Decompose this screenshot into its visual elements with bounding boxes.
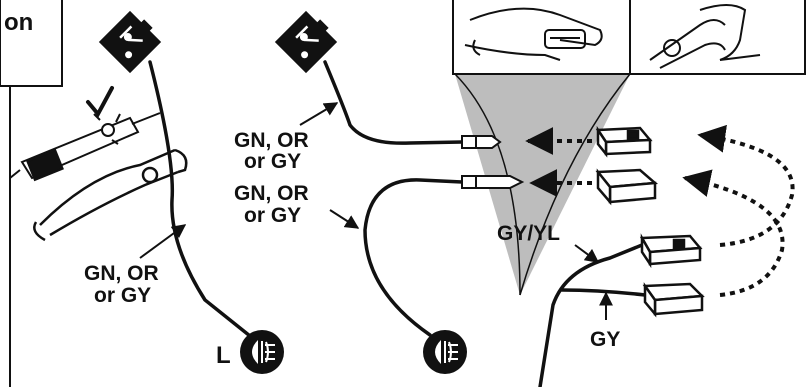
harness-branch-wire xyxy=(560,288,647,297)
wire-label-middle-bottom: GN, OR or GY xyxy=(234,182,309,227)
middle-top-wire xyxy=(323,60,464,145)
front-fog-light-icon xyxy=(240,330,284,374)
wires xyxy=(148,60,647,387)
svg-text:GN, OR: GN, OR xyxy=(234,129,309,152)
corner-label: on xyxy=(4,9,33,36)
pliers-icon xyxy=(33,148,188,242)
left-wire xyxy=(148,60,257,342)
middle-bottom-wire xyxy=(363,178,464,337)
checkmark-icon xyxy=(86,86,114,118)
harness-branch-label: GY xyxy=(590,328,620,351)
svg-text:or GY: or GY xyxy=(244,150,301,173)
male-terminal-icon xyxy=(461,135,502,149)
wire-label-left: GN, OR or GY xyxy=(84,262,159,307)
wire-stripper-icon xyxy=(464,7,603,61)
svg-text:or GY: or GY xyxy=(244,204,301,227)
svg-text:or GY: or GY xyxy=(94,284,151,307)
wire-label-middle-top: GN, OR or GY xyxy=(234,129,309,173)
female-connector-icon xyxy=(595,125,653,158)
label-arrows xyxy=(139,102,613,320)
svg-text:GN, OR: GN, OR xyxy=(84,262,159,285)
tool-callout xyxy=(452,0,806,296)
harness-main-label: GY/YL xyxy=(497,222,560,245)
harness-main-wire xyxy=(538,243,644,387)
fuse-block-icon xyxy=(274,10,338,74)
light-left-label: L xyxy=(216,342,231,369)
front-fog-light-icon xyxy=(423,330,467,374)
instruction-callout-box: on xyxy=(0,0,63,387)
crimper-tool-icon xyxy=(649,4,761,69)
svg-text:GN, OR: GN, OR xyxy=(234,182,309,205)
test-light-icon xyxy=(9,112,161,182)
dotted-arrows xyxy=(525,124,795,297)
female-connector-icon xyxy=(642,282,705,318)
male-terminal-icon xyxy=(461,175,525,189)
female-connector-icon xyxy=(639,233,703,269)
fuse-block-icon xyxy=(98,10,162,74)
female-connector-icon xyxy=(595,168,659,206)
